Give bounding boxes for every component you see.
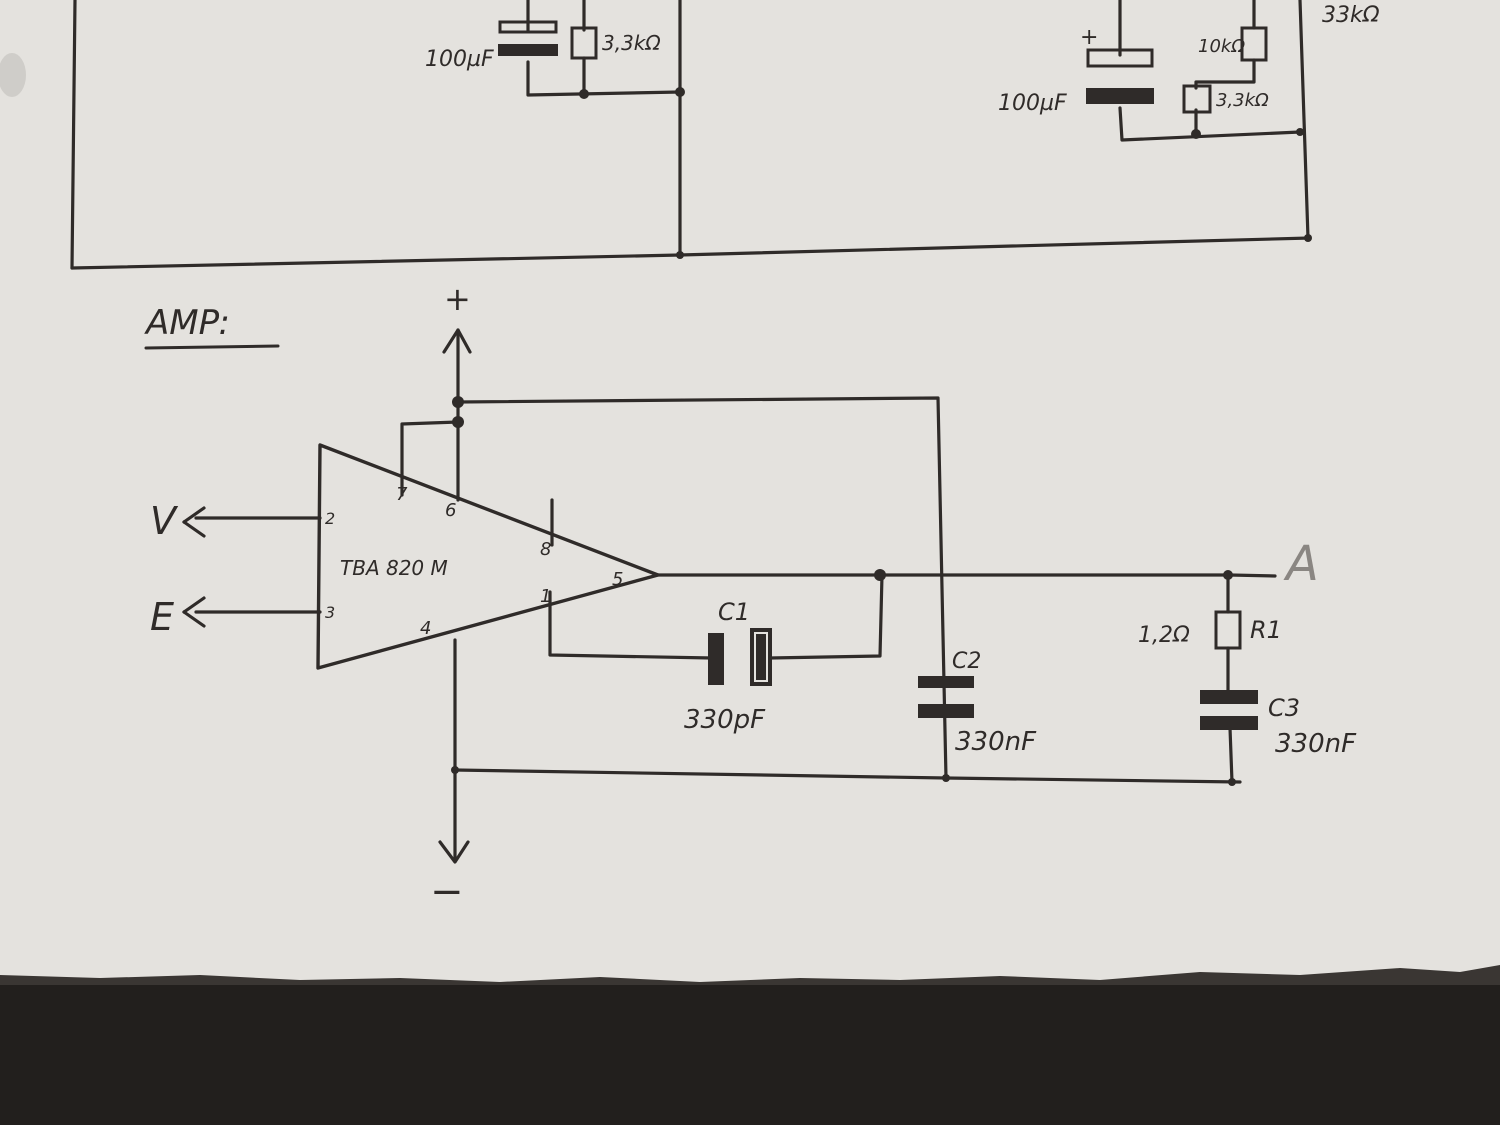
input-v-label: V (150, 499, 179, 543)
top-right-corner-label: 33kΩ (1322, 3, 1380, 28)
pin-1: 1 (540, 586, 551, 607)
pin-6: 6 (445, 500, 456, 521)
c2-capacitor (918, 676, 974, 718)
c1-value: 330pF (684, 705, 766, 735)
c3-name: C3 (1268, 694, 1300, 722)
paper-sheet (0, 0, 1500, 982)
supply-minus-label: − (430, 869, 464, 915)
top-right-plus-sign: + (1080, 25, 1098, 50)
c3-capacitor (1200, 690, 1258, 730)
top-left-capacitor (498, 20, 558, 56)
c1-name: C1 (718, 598, 750, 626)
top-right-resistor-upper (1240, 26, 1268, 62)
amp-junction-dots (451, 396, 1236, 786)
output-a-label: A (1283, 536, 1319, 592)
c1-capacitor (708, 628, 772, 686)
amp-heading: AMP: (144, 303, 230, 343)
r1-resistor (1214, 610, 1242, 650)
top-left-resistor-label: 3,3kΩ (602, 31, 661, 55)
top-right-resistor-lower (1182, 84, 1212, 114)
r1-name: R1 (1250, 616, 1282, 644)
top-left-capacitor-label: 100µF (425, 47, 494, 72)
tba820m-triangle (316, 443, 660, 670)
pin-4: 4 (420, 618, 431, 639)
c3-value: 330nF (1275, 729, 1357, 759)
top-right-resistor-upper-label: 10kΩ (1198, 36, 1245, 57)
top-right-capacitor-label: 100µF (998, 91, 1067, 116)
pin-7: 7 (396, 484, 408, 505)
pin-8: 8 (540, 539, 551, 560)
top-right-capacitor (1086, 48, 1154, 104)
amp-heading-underline (144, 344, 280, 350)
pin-5: 5 (612, 569, 623, 590)
input-e-label: E (150, 595, 174, 639)
ic-label: TBA 820 M (340, 556, 448, 580)
pin-2: 2 (325, 509, 335, 528)
top-left-resistor (570, 26, 598, 60)
c2-name: C2 (952, 649, 981, 674)
top-right-resistor-lower-label: 3,3kΩ (1216, 90, 1269, 111)
c2-value: 330nF (955, 727, 1037, 757)
binder-hole (0, 53, 26, 97)
top-junction-dots (579, 87, 1312, 259)
pin-3: 3 (325, 603, 335, 622)
supply-plus-label: + (444, 280, 471, 318)
r1-value: 1,2Ω (1138, 623, 1190, 648)
table-surface (0, 985, 1500, 1125)
